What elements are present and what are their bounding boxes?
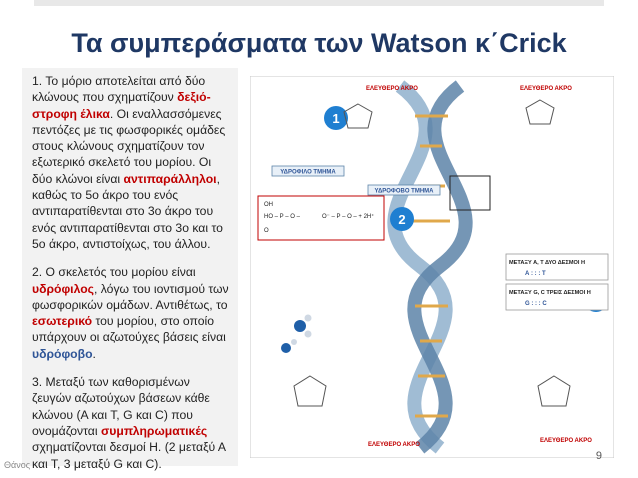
sugar-ring-top-right	[525, 99, 555, 125]
paragraph-2: 2. Ο σκελετός του μορίου είναι υδρόφιλος…	[32, 264, 232, 362]
label-free-end-top-right: ΕΛΕΥΘΕΡΟ ΑΚΡΟ	[520, 86, 572, 92]
sugar-ring-bottom-left	[293, 375, 327, 407]
p2-highlight-hydrophobic: υδρόφοβο	[32, 346, 93, 361]
helix-strand-b	[407, 80, 473, 454]
label-hydrophobic: ΥΔΡΟΦΟΒΟ ΤΜΗΜΑ	[374, 189, 434, 195]
top-decoration-bar	[34, 0, 604, 6]
label-gc-pair: G : : : C	[525, 301, 547, 307]
base-pair-highlight-box	[449, 175, 491, 211]
p2-text-g: .	[92, 346, 96, 361]
marker-1-label: 1	[332, 111, 339, 126]
p1-highlight-helix: δεξιό-στροφη έλικα	[32, 90, 211, 121]
p2-text-e: του μορίου, στο οποίο υπάρχουν οι αζωτού…	[32, 314, 226, 345]
gc-bond-box	[505, 283, 609, 311]
sugar-ring-bottom-right	[537, 375, 571, 407]
p1-text-c: . Οι εναλλασσόμενες πεντόζες με τις φωσφ…	[32, 106, 226, 186]
label-free-end-top-left: ΕΛΕΥΘΕΡΟ ΑΚΡΟ	[366, 86, 418, 92]
label-free-end-bottom-right: ΕΛΕΥΘΕΡΟ ΑΚΡΟ	[540, 438, 592, 444]
label-at-pair: Α : : : Τ	[525, 271, 546, 277]
helix-strand-a	[387, 80, 453, 454]
phosphate-o: O	[264, 228, 269, 234]
p3-highlight-complementary: συμπληρωματικές	[100, 423, 208, 438]
p1-text-a: 1. Το μόριο αποτελείται από δύο κλώνους …	[32, 74, 206, 105]
p2-text-a: 2. Ο σκελετός του μορίου είναι	[32, 265, 196, 280]
paragraph-1: 1. Το μόριο αποτελείται από δύο κλώνους …	[32, 73, 232, 252]
p3-text-a: 3. Μεταξύ των καθορισμένων ζευγών αζωτού…	[32, 375, 210, 438]
label-free-end-bottom-left: ΕΛΕΥΘΕΡΟ ΑΚΡΟ	[368, 442, 420, 448]
label-gc-bonds: ΜΕΤΑΞΥ G, C ΤΡΕΙΣ ΔΕΣΜΟΙ Η	[509, 290, 591, 296]
label-at-bonds: ΜΕΤΑΞΥ Α, Τ ΔΥΟ ΔΕΣΜΟΙ Η	[509, 260, 585, 266]
at-bond-box	[505, 253, 609, 281]
slide-title: Τα συμπεράσματα των Watson κ΄Crick	[71, 28, 567, 58]
sugar-ring-top-left	[343, 103, 373, 129]
water-molecules	[281, 314, 312, 353]
hydrophilic-box	[271, 165, 345, 177]
dna-structure-diagram: 1 2 3 ΕΛΕΥΘΕΡΟ ΑΚΡΟ ΕΛΕΥΘΕΡΟ ΑΚΡΟ ΕΛΕΥΘΕ…	[250, 76, 614, 458]
p2-text-c: , λόγω του ιοντισμού των φωσφορικών ομάδ…	[32, 281, 229, 312]
paragraph-3: 3. Μεταξύ των καθορισμένων ζευγών αζωτού…	[32, 374, 232, 472]
p2-highlight-interior: εσωτερικό	[32, 314, 93, 329]
marker-2-label: 2	[398, 212, 405, 227]
p3-text-c: σχηματίζονται δεσμοί Η. (2 μεταξύ Α και …	[32, 440, 226, 471]
p1-text-e: , καθώς το 5ο άκρο του ενός αντιπαρατίθε…	[32, 171, 223, 251]
p2-highlight-hydrophilic: υδρόφιλος	[32, 281, 94, 296]
phosphate-left: HO – P – O –	[264, 214, 301, 220]
footer-author: Θάνος	[4, 460, 31, 470]
text-panel: 1. Το μόριο αποτελείται από δύο κλώνους …	[22, 68, 238, 471]
phosphate-equation-box	[257, 195, 385, 241]
phosphate-right: O⁻ – P – O – + 2H⁺	[322, 213, 374, 220]
p1-highlight-antiparallel: αντιπαράλληλοι	[123, 171, 217, 186]
base-pair-rungs	[413, 114, 450, 418]
page-number: 9	[595, 450, 602, 462]
marker-2: 2	[390, 207, 414, 231]
phosphate-oh: OH	[264, 202, 273, 208]
label-hydrophilic: ΥΔΡΟΦΙΛΟ ΤΜΗΜΑ	[280, 170, 336, 176]
double-helix	[387, 80, 473, 454]
hydrophobic-box	[367, 184, 441, 196]
marker-1: 1	[324, 106, 348, 130]
